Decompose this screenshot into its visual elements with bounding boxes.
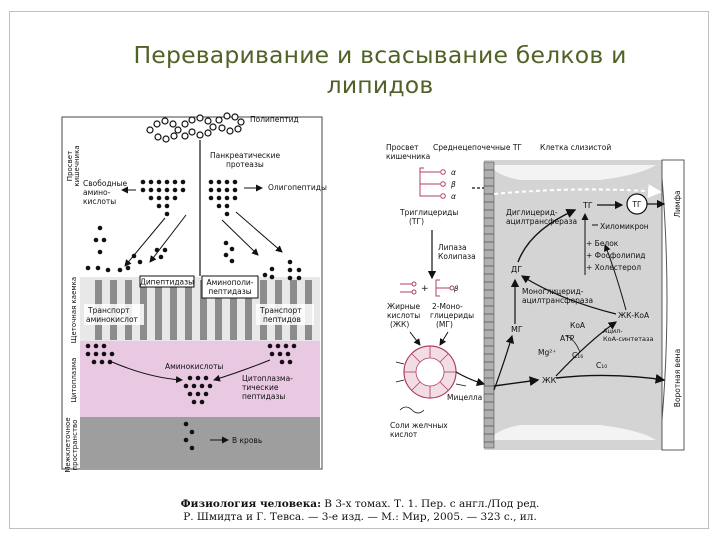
- caption-line-1: Физиология человека: В 3-х томах. Т. 1. …: [140, 498, 580, 511]
- fa-line-1: Жирные: [387, 302, 421, 311]
- atp-label: АТР: [560, 334, 575, 343]
- free-amino-acids-line-3: кислоты: [83, 197, 116, 206]
- slide-title-line-1: Переваривание и всасывание белков и: [133, 41, 627, 69]
- pancreatic-proteases-line-1: Панкреатические: [210, 151, 280, 160]
- aminopeptidases-box: [201, 275, 259, 299]
- lymph-label: Лимфа: [673, 190, 682, 217]
- chylomicron-label: Хиломикрон: [600, 222, 649, 231]
- slide-frame: [9, 11, 709, 529]
- aa-transport-line-1: Транспорт: [87, 306, 130, 315]
- dipeptidases-box: [139, 275, 195, 288]
- peptide-transport-line-2: пептидов: [263, 315, 301, 324]
- peptide-transport-line-1: Транспорт: [259, 306, 302, 315]
- tg-line-1: Триглицериды: [399, 208, 458, 217]
- dg-transferase-line-2: ацилтрансфераза: [506, 217, 577, 226]
- mucosa-cell-label: Клетка слизистой: [540, 143, 611, 152]
- protein-digestion-figure: Просвет кишечника Щеточная каемка Цитопл…: [61, 112, 327, 473]
- caption-book-title: Физиология человека:: [180, 498, 321, 510]
- amino-acids-label: Аминокислоты: [165, 362, 223, 371]
- bile-salts-line-1: Соли желчных: [390, 421, 448, 430]
- micelle-label: Мицелла: [447, 393, 482, 402]
- mct-label: Среднецепочечные ТГ: [433, 143, 522, 152]
- mg-line-3: (МГ): [436, 320, 453, 329]
- fa-coa-label: ЖК-КоА: [618, 311, 650, 320]
- interstitial-label-line-2: пространство: [71, 420, 79, 471]
- cyto-peptidases-line-3: пептидазы: [242, 392, 285, 401]
- lipase-label: Липаза: [438, 243, 467, 252]
- polypeptide-chain: [146, 112, 245, 143]
- brush-border-label: Щеточная каемка: [70, 277, 78, 343]
- phospholipid-label: + Фосфолипид: [586, 251, 645, 260]
- interstitial-label-line-1: Межклеточное: [64, 417, 72, 472]
- fa-in-cell-label: ЖК: [542, 376, 557, 385]
- fa-line-2: кислоты: [387, 311, 420, 320]
- fa-line-3: (ЖК): [390, 320, 409, 329]
- lipid-lumen-line-1: Просвет: [386, 143, 419, 152]
- beta-label: β: [451, 180, 456, 189]
- acyl-coa-line-2: КоА-синтетаза: [603, 335, 653, 343]
- alpha-2-label: α: [451, 192, 456, 201]
- product-beta-label: β: [454, 285, 459, 293]
- portal-vein-label: Воротная вена: [673, 349, 682, 407]
- slide-title-line-2: липидов: [326, 71, 434, 99]
- bile-salts-line-2: кислот: [390, 430, 418, 439]
- tg-circle-label: ТГ: [631, 200, 642, 209]
- mg-in-cell-label: МГ: [511, 325, 523, 334]
- lumen-label-line-2: кишечника: [73, 145, 81, 186]
- c10-label: C₁₀: [596, 361, 607, 370]
- to-blood-label: В кровь: [232, 436, 262, 445]
- dg-transferase-line-1: Диглицерид-: [506, 208, 558, 217]
- mg-transferase-line-1: Моноглицерид-: [522, 287, 584, 296]
- cyto-peptidases-line-1: Цитоплазма-: [242, 374, 293, 383]
- acyl-coa-line-1: Ацил-: [603, 327, 623, 335]
- protein-label: + Белок: [586, 239, 619, 248]
- mucosa-cell: [484, 160, 662, 450]
- lumen-label-line-1: Просвет: [66, 151, 74, 181]
- mg2-label: Mg²⁺: [538, 348, 556, 357]
- aminopeptidases-line-2: пептидазы: [208, 287, 251, 296]
- slide-title: Переваривание и всасывание белков и липи…: [100, 40, 660, 100]
- lipid-lumen-line-2: кишечника: [386, 152, 430, 161]
- dipeptidases-label: Дипептидазы: [140, 278, 194, 287]
- lipid-digestion-figure: Просвет кишечника Среднецепочечные ТГ Кл…: [382, 137, 688, 457]
- interstitial-band: [80, 417, 320, 469]
- amino-acid-dots: [85, 179, 302, 281]
- micelle: [395, 345, 467, 399]
- dg-label: ДГ: [511, 265, 522, 274]
- polypeptide-label: Полипептид: [250, 115, 299, 124]
- cytoplasm-label: Цитоплазма: [70, 358, 78, 403]
- tg-in-cell-label: ТГ: [582, 201, 593, 210]
- c16-label: C₁₆: [572, 351, 583, 360]
- mg-line-1: 2-Моно-: [432, 302, 463, 311]
- cell-brush-border: [483, 161, 495, 449]
- alpha-1-label: α: [451, 168, 456, 177]
- colipase-label: Колипаза: [438, 252, 476, 261]
- pancreatic-proteases-line-2: протеазы: [226, 160, 264, 169]
- free-amino-acids-line-1: Свободные: [83, 179, 127, 188]
- free-amino-acids-line-2: амино-: [83, 188, 111, 197]
- caption-line-2: Р. Шмидта и Г. Тевса. — 3-е изд. — М.: М…: [183, 511, 537, 523]
- tg-line-2: (ТГ): [409, 217, 424, 226]
- cytoplasm-dots: [85, 343, 297, 451]
- plus-sign: +: [421, 284, 429, 294]
- mg-line-2: глицериды: [430, 311, 474, 320]
- coa-label: КоА: [570, 321, 586, 330]
- mg-transferase-line-2: ацилтрансфераза: [522, 296, 593, 305]
- caption-line-1-rest: В 3-х томах. Т. 1. Пер. с англ./Под ред.: [320, 498, 540, 510]
- aa-transport-line-2: аминокислот: [86, 315, 139, 324]
- cyto-peptidases-line-2: тические: [242, 383, 279, 392]
- figure-caption: Физиология человека: В 3-х томах. Т. 1. …: [140, 498, 580, 524]
- aminopeptidases-line-1: Аминополи-: [206, 278, 253, 287]
- oligopeptides-label: Олигопептиды: [268, 183, 327, 192]
- triglyceride-molecule: [419, 167, 446, 199]
